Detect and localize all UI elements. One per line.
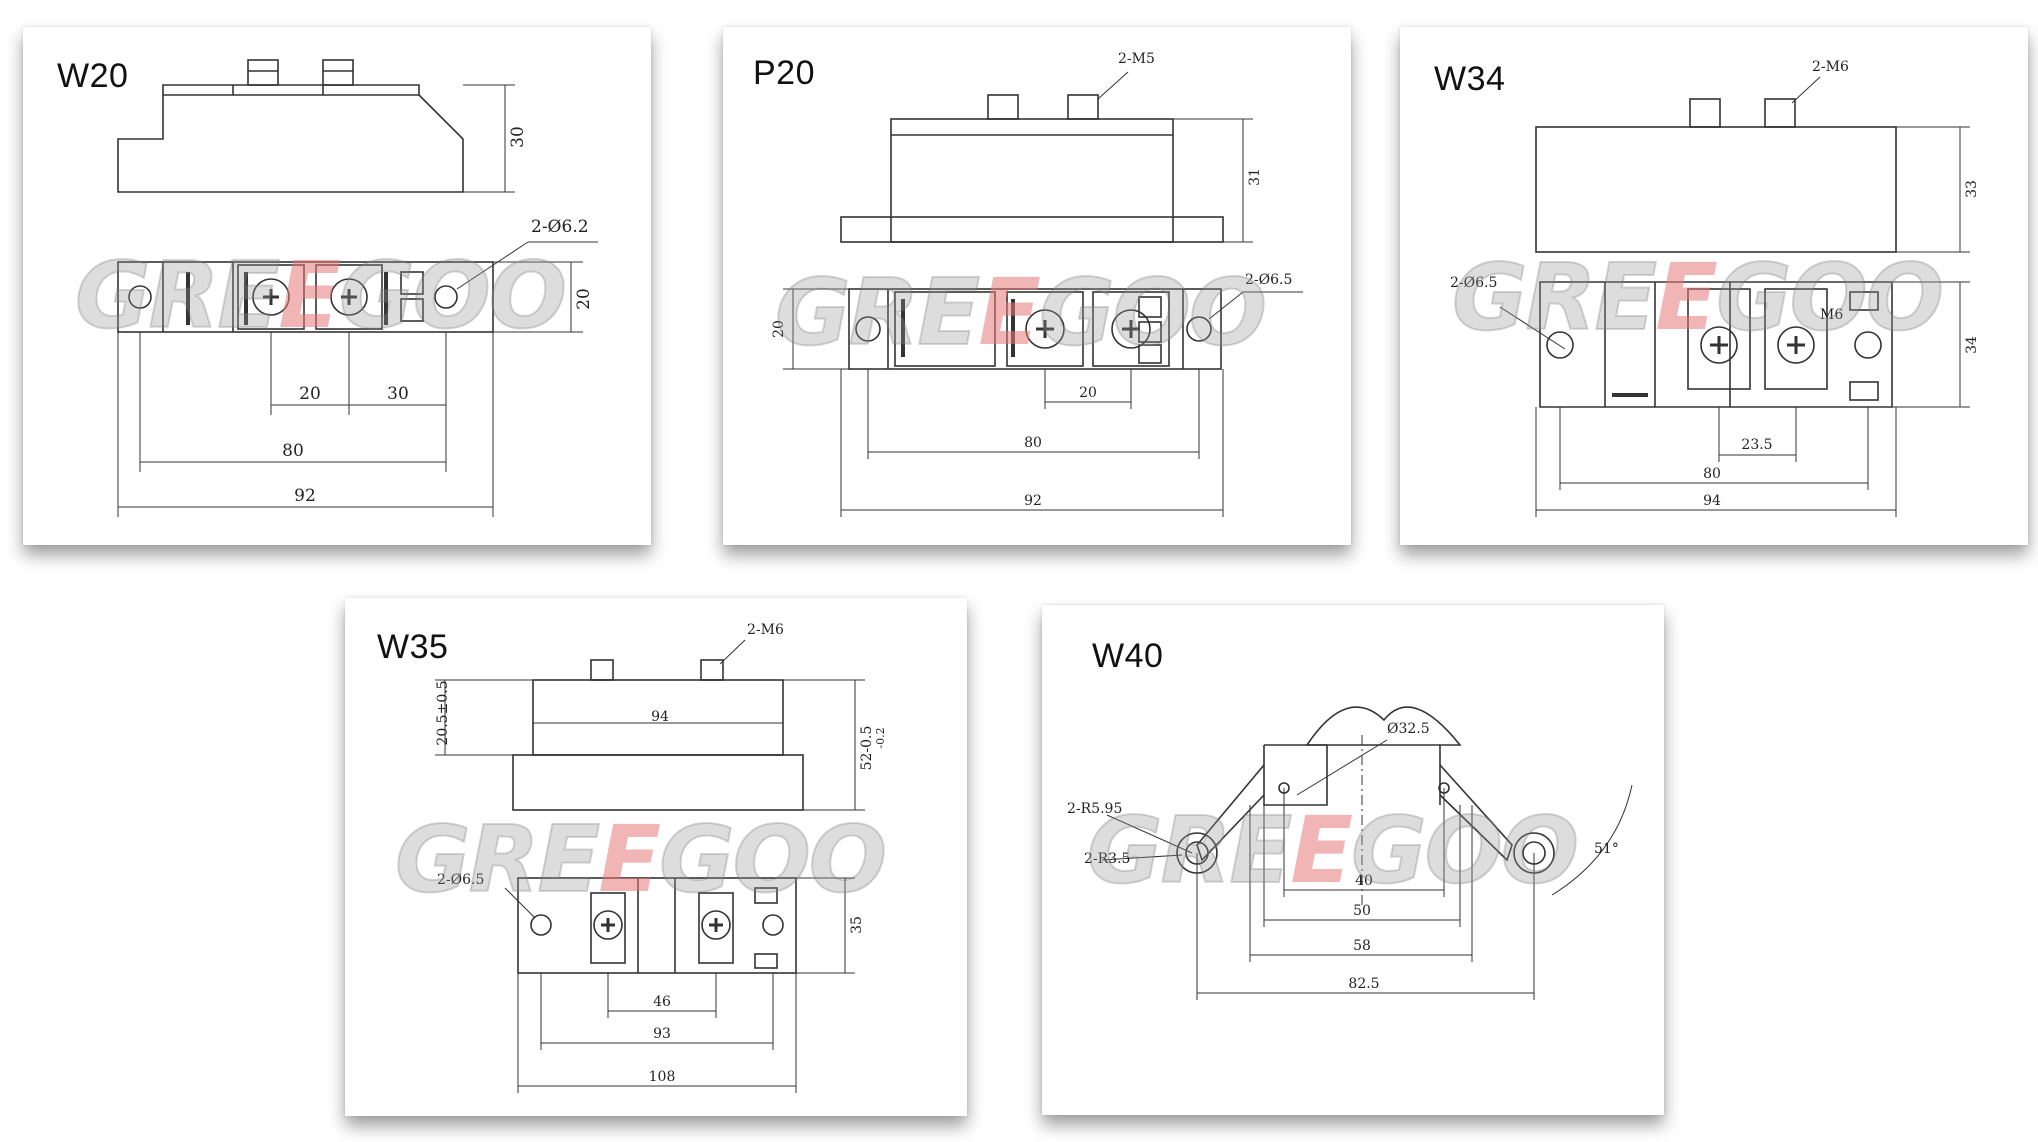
pitch-dim: 46 [653, 994, 671, 1010]
panel-w34: W34 [1400, 27, 2028, 545]
pitch-dim: 20 [1079, 385, 1097, 401]
bracket-top-outline [1263, 706, 1462, 806]
pitch-dim-2: 30 [387, 384, 409, 404]
thread-label: M6 [1820, 307, 1843, 323]
side-dim: 35 [849, 916, 865, 934]
drawing-w40: Ø32.5 2-R5.95 2-R3.5 51° 40 50 58 82.5 [1067, 706, 1633, 1000]
mount-dim: 80 [282, 441, 304, 461]
module-side-outline [890, 118, 1174, 243]
mount-dim: 80 [1703, 466, 1721, 482]
nut-icon [700, 659, 724, 681]
screw-label: 2-M6 [747, 622, 784, 638]
module-top-outline [117, 261, 494, 333]
module-top-outline [517, 877, 797, 974]
screw-label: 2-M6 [1812, 59, 1849, 75]
dim-40: 40 [1355, 873, 1373, 889]
height-dim: 33 [1964, 180, 1980, 198]
module-side-outline [1535, 126, 1897, 253]
panel-w35: W35 [345, 598, 967, 1116]
dim-82-5: 82.5 [1348, 976, 1379, 992]
pitch-dim: 23.5 [1741, 437, 1772, 453]
diameter-label: Ø32.5 [1387, 721, 1430, 737]
height-tolerance-dim: 20.5±0.5 [435, 680, 451, 745]
side-dim: 20 [771, 320, 787, 338]
total-dim: 108 [649, 1069, 676, 1085]
panel-w20: W20 [23, 27, 651, 545]
hole-label: 2-Ø6.5 [437, 872, 484, 888]
height-dim: 31 [1247, 168, 1263, 186]
drawing-w20: 30 2-Ø6.2 20 20 30 80 92 [117, 59, 598, 517]
total-height-dim: 52-0.5 [859, 726, 875, 771]
mount-dim: 80 [1024, 435, 1042, 451]
panel-w40: W40 [1042, 605, 1664, 1115]
nut-icon [1689, 98, 1721, 128]
nut-icon [322, 59, 354, 86]
mount-dim: 93 [653, 1026, 671, 1042]
panel-title: P20 [753, 54, 815, 92]
pitch-dim-1: 20 [299, 384, 321, 404]
dim-58: 58 [1353, 938, 1371, 954]
total-dim: 92 [294, 486, 316, 506]
total-height-tol: -0.2 [874, 727, 887, 748]
hole-label: 2-Ø6.2 [531, 217, 589, 237]
module-side-outline [117, 84, 464, 193]
top-dim: 94 [651, 709, 669, 725]
dim-50: 50 [1353, 903, 1371, 919]
drawing-w35: 2-M6 20.5±0.5 94 52-0.5 -0.2 2-Ø6.5 35 4… [435, 622, 887, 1093]
nut-icon [1764, 98, 1796, 128]
height-dim: 30 [508, 126, 528, 148]
total-dim: 92 [1024, 493, 1042, 509]
panel-title: W34 [1434, 60, 1506, 98]
panel-title: W20 [57, 57, 129, 95]
nut-icon [247, 59, 279, 86]
nut-icon [1067, 94, 1099, 120]
radius-label-2: 2-R3.5 [1084, 851, 1130, 867]
bracket-left-arm [1196, 764, 1265, 862]
radius-label-1: 2-R5.95 [1067, 801, 1122, 817]
panel-title: W40 [1092, 637, 1164, 675]
hole-label: 2-Ø6.5 [1245, 272, 1292, 288]
bracket-right-arm [1439, 764, 1513, 862]
hole-label: 2-Ø6.5 [1450, 275, 1497, 291]
panel-title: W35 [377, 628, 449, 666]
nut-icon [590, 659, 614, 681]
drawing-p20: 2-M5 31 2-Ø6.5 20 20 80 92 [771, 51, 1303, 517]
total-dim: 94 [1703, 493, 1721, 509]
panel-p20: P20 [723, 27, 1351, 545]
drawing-w34: 2-M6 33 2-Ø6.5 M6 34 23.5 80 94 [1450, 59, 1980, 517]
screw-label: 2-M5 [1118, 51, 1155, 67]
angle-label: 51° [1594, 841, 1619, 857]
side-dim: 34 [1964, 336, 1980, 354]
nut-icon [987, 94, 1019, 120]
side-dim: 20 [574, 288, 594, 310]
module-top-outline [848, 288, 1222, 370]
